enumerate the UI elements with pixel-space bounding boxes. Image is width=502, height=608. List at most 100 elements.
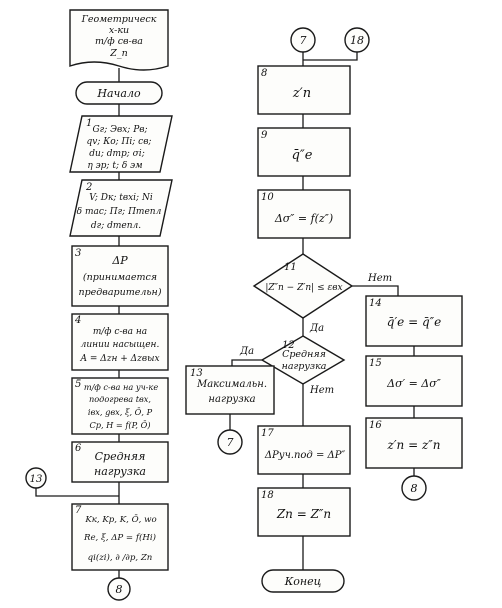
- block-18-line-1: Zп = Z″п: [276, 507, 331, 521]
- block-2-number: 2: [85, 182, 92, 193]
- block-11-decision: 11 |Z″п − Z′п| ≤ εвх: [252, 253, 354, 319]
- block-3-line-2: (принимается: [83, 272, 157, 283]
- block-15-line-1: Δσ′ = Δσ″: [386, 377, 442, 390]
- connector-7-top-label: 7: [300, 34, 307, 47]
- block-2-line-1: V; Dк; tвхi; Ni: [89, 193, 153, 203]
- block-7-process: 7 Kк, Kр, K, Ō, wо Re, ξ, ΔP = f(Hi) qi(…: [71, 503, 169, 571]
- block-9-process: 9 q̄″е: [257, 127, 351, 177]
- block-12-line-2: нагрузка: [282, 361, 327, 372]
- block-11-number: 11: [284, 262, 297, 273]
- start-line-3: т/ф св-ва: [95, 36, 143, 47]
- block-12-line-1: Средняя: [282, 349, 326, 360]
- block-5-process: 5 т/ф с-ва на уч-ке подогрева tвх, iвх, …: [71, 377, 169, 435]
- block-5-line-2: подогрева tвх,: [89, 394, 151, 404]
- block-8-process: 8 z′п: [257, 65, 351, 115]
- block-4-line-2: линии насыщен.: [81, 340, 160, 350]
- label-no-12: Нет: [309, 385, 334, 396]
- flow-line-11-no: [352, 285, 399, 296]
- block-1-line-1: Gг; Эвх; Рв;: [92, 125, 147, 135]
- block-15-process: 15 Δσ′ = Δσ″: [365, 355, 463, 407]
- block-7-number: 7: [75, 505, 82, 516]
- label-yes-12: Да: [239, 346, 254, 357]
- flow-line-from-13: [35, 488, 119, 497]
- connector-18-top: 18: [344, 27, 370, 53]
- block-5-line-1: т/ф с-ва на уч-ке: [84, 382, 159, 392]
- block-1-input: 1 Gг; Эвх; Рв; qv; Ко; Пi; св; dи; dтр; …: [69, 115, 173, 173]
- block-3-process: 3 ΔP (принимается предварительн): [71, 245, 169, 307]
- block-16-number: 16: [369, 420, 382, 431]
- block-1-line-3: dи; dтр; σi;: [89, 149, 144, 159]
- flow-line-12-yes: [231, 359, 262, 366]
- end-terminal-label: Конец: [284, 575, 322, 588]
- block-1-line-4: η эр; t; δ эм: [87, 161, 142, 171]
- block-9-number: 9: [261, 130, 268, 141]
- block-4-line-1: т/ф с-ва на: [93, 327, 147, 337]
- block-15-number: 15: [369, 358, 382, 369]
- label-no-11: Нет: [367, 273, 392, 284]
- block-7-line-1: Kк, Kр, K, Ō, wо: [84, 513, 156, 525]
- block-5-line-3: iвх, gвх, ξ, Ō, P: [88, 407, 153, 417]
- block-14-number: 14: [369, 298, 382, 309]
- block-6-number: 6: [75, 443, 82, 454]
- block-1-number: 1: [86, 118, 92, 129]
- block-9-line-1: q̄″е: [292, 148, 313, 163]
- block-10-number: 10: [261, 192, 274, 203]
- block-16-process: 16 z′п = z″п: [365, 417, 463, 469]
- block-14-line-1: q̄′е = q̄″е: [387, 315, 441, 329]
- block-5-line-4: Cp, H = f(P, Ō): [89, 420, 150, 430]
- start-line-1: Геометрическ: [81, 14, 157, 25]
- block-6-line-1: Средняя: [95, 450, 146, 463]
- connector-7-top: 7: [290, 27, 316, 53]
- block-4-number: 4: [74, 315, 81, 326]
- connector-13-label: 13: [30, 474, 43, 485]
- connector-7-mid-label: 7: [227, 436, 234, 449]
- block-1-line-2: qv; Ко; Пi; св;: [87, 137, 152, 147]
- block-12-number: 12: [282, 340, 295, 351]
- block-10-process: 10 Δσ″ = f(z″): [257, 189, 351, 239]
- block-17-number: 17: [261, 428, 274, 439]
- block-3-number: 3: [75, 248, 81, 259]
- block-11-line-1: |Z″п − Z′п| ≤ εвх: [265, 283, 342, 293]
- block-2-line-3: dг; dтепл.: [91, 221, 141, 231]
- start-line-2: х-ки: [109, 25, 129, 36]
- block-5-number: 5: [75, 379, 81, 390]
- start-block: Геометрическ х-ки т/ф св-ва Z_п: [69, 9, 169, 71]
- block-17-line-1: ΔPуч.под = ΔP″: [264, 450, 346, 461]
- block-2-line-2: δ тас; Пг; Птепл: [77, 207, 162, 217]
- block-7-line-3: qi(zi), ∂ /∂p, Zп: [88, 552, 153, 563]
- end-terminal: Конец: [261, 569, 345, 593]
- block-6-line-2: нагрузка: [94, 465, 146, 478]
- flow-line-from-18: [303, 52, 358, 61]
- block-2-input: 2 V; Dк; tвхi; Ni δ тас; Пг; Птепл dг; d…: [69, 179, 173, 237]
- block-16-line-1: z′п = z″п: [387, 438, 441, 452]
- block-13-number: 13: [190, 368, 203, 379]
- block-18-number: 18: [261, 490, 274, 501]
- block-13-process: 13 Максимальн. нагрузка: [185, 365, 275, 415]
- block-4-line-3: A = Δzн + Δzвых: [79, 354, 159, 364]
- block-6-process: 6 Средняя нагрузка: [71, 441, 169, 483]
- label-yes-11: Да: [309, 323, 324, 334]
- block-8-line-1: z′п: [292, 86, 311, 101]
- connector-8-right-label: 8: [411, 482, 418, 495]
- start-line-4: Z_п: [109, 48, 127, 59]
- block-14-process: 14 q̄′е = q̄″е: [365, 295, 463, 347]
- block-7-line-2: Re, ξ, ΔP = f(Hi): [83, 532, 156, 543]
- block-17-process: 17 ΔPуч.под = ΔP″: [257, 425, 351, 475]
- begin-terminal: Начало: [75, 81, 163, 105]
- connector-8-bottom-label: 8: [116, 583, 123, 596]
- block-3-line-3: предварительн): [78, 287, 161, 298]
- block-3-line-1: ΔP: [111, 254, 128, 267]
- connector-13: 13: [25, 467, 47, 489]
- connector-18-top-label: 18: [350, 34, 364, 47]
- block-13-line-1: Максимальн.: [196, 379, 267, 390]
- block-18-process: 18 Zп = Z″п: [257, 487, 351, 537]
- block-10-line-1: Δσ″ = f(z″): [274, 212, 333, 225]
- block-8-number: 8: [261, 68, 267, 79]
- begin-terminal-label: Начало: [96, 87, 141, 100]
- block-4-process: 4 т/ф с-ва на линии насыщен. A = Δzн + Δ…: [71, 313, 169, 371]
- connector-7-mid: 7: [217, 429, 243, 455]
- connector-8-bottom: 8: [107, 577, 131, 601]
- block-13-line-2: нагрузка: [208, 394, 255, 405]
- connector-8-right: 8: [401, 475, 427, 501]
